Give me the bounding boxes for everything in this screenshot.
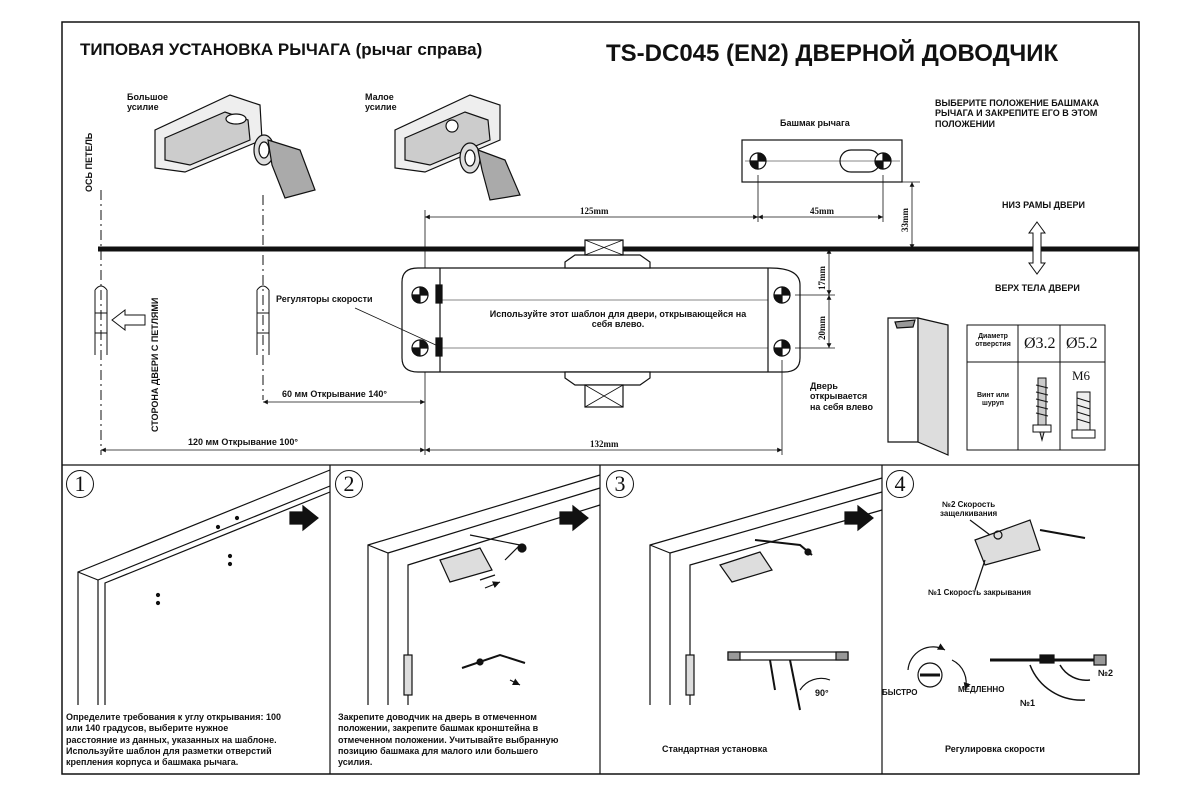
step1-drawing	[77, 469, 331, 705]
step-1-text: Определите требования к углу открывания:…	[66, 712, 281, 767]
lever-shoe-drawing	[741, 139, 903, 183]
dim-20: 20mm	[817, 316, 827, 340]
updown-arrow	[1028, 221, 1046, 275]
hinge-symbol-right	[256, 285, 270, 355]
m6-label: M6	[1072, 368, 1091, 383]
diameter-5-2: Ø5.2	[1066, 335, 1098, 352]
mount-holes	[411, 286, 791, 357]
step-3-number: 3	[606, 470, 634, 498]
step3-drawing	[649, 477, 883, 711]
small-force-label: Малое усилие	[365, 92, 397, 113]
step-3-angle: 90°	[815, 688, 829, 698]
speed-1-label: №1 Скорость закрывания	[928, 588, 1032, 597]
hinge-side-arrow	[111, 308, 146, 332]
fast-label: БЫСТРО	[882, 688, 918, 697]
n2-label: №2	[1098, 668, 1114, 678]
hole-diameter-label: Диаметр отверстия	[975, 333, 1011, 348]
frame-bottom-label: НИЗ РАМЫ ДВЕРИ	[1002, 200, 1086, 210]
speed-regulators-label: Регуляторы скорости	[276, 294, 373, 304]
step-3-caption: Стандартная установка	[662, 744, 768, 754]
dim-45: 45mm	[810, 206, 834, 216]
dim-17: 17mm	[817, 266, 827, 290]
small-force-arm-drawing	[394, 94, 521, 201]
hole-table	[966, 324, 1106, 451]
page-title-right: TS-DC045 (EN2) ДВЕРНОЙ ДОВОДЧИК	[606, 40, 1059, 67]
diameter-3-2: Ø3.2	[1024, 335, 1056, 352]
step2-drawing	[367, 474, 601, 705]
big-force-arm-drawing	[154, 94, 316, 199]
hinge-side-label: СТОРОНА ДВЕРИ С ПЕТЛЯМИ	[150, 297, 160, 432]
step-4-caption: Регулировка скорости	[945, 744, 1045, 754]
big-force-label: Большое усилие	[127, 92, 168, 113]
template-text: Используйте этот шаблон для двери, откры…	[489, 309, 747, 330]
shoe-instruction: ВЫБЕРИТЕ ПОЛОЖЕНИЕ БАШМАКА РЫЧАГА И ЗАКР…	[935, 98, 1099, 129]
screw-label: Винт или шуруп	[976, 392, 1009, 407]
step-4-number: 4	[886, 470, 914, 498]
closer-body-drawing	[401, 239, 801, 408]
door-top-label: ВЕРХ ТЕЛА ДВЕРИ	[995, 283, 1080, 293]
step-2-number: 2	[335, 470, 363, 498]
n1-label: №1	[1020, 698, 1036, 708]
hinge-axis-label: ОСЬ ПЕТЕЛЬ	[84, 132, 94, 192]
door-opens-label: Дверь открывается на себя влево	[810, 381, 873, 412]
step4-drawing	[907, 519, 1107, 701]
dim-132: 132mm	[590, 439, 619, 449]
opening-140-label: 60 мм Открывание 140°	[282, 389, 387, 399]
slow-label: МЕДЛЕННО	[958, 685, 1005, 694]
page-title-left: ТИПОВАЯ УСТАНОВКА РЫЧАГА (рычаг справа)	[80, 40, 483, 59]
dim-33: 33mm	[900, 208, 910, 232]
speed-2-label: №2 Скорость защелкивания	[940, 500, 998, 519]
open-door-sketch	[887, 317, 949, 456]
step-1-number: 1	[66, 470, 94, 498]
opening-100-label: 120 мм Открывание 100°	[188, 437, 298, 447]
hinge-symbol-left	[94, 285, 108, 355]
step-2-text: Закрепите доводчик на дверь в отмеченном…	[338, 712, 559, 767]
shoe-label: Башмак рычага	[780, 118, 850, 128]
dim-125: 125mm	[580, 206, 609, 216]
